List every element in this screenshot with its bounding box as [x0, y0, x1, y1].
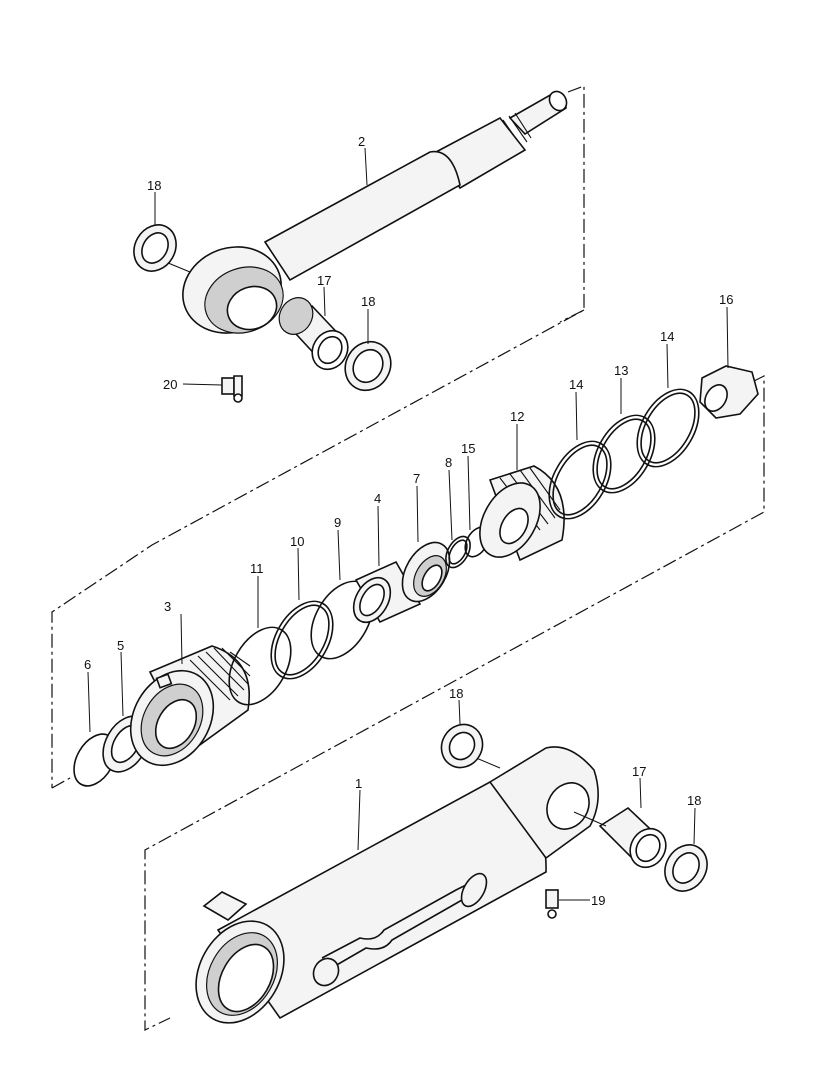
- label-part-4: 4: [374, 491, 381, 506]
- gland-3: [129, 645, 251, 767]
- wiper-ring-18-mid: [344, 340, 392, 392]
- label-part-3: 3: [164, 599, 171, 614]
- piston-seal-13: [592, 414, 656, 494]
- wear-ring-14-upper: [636, 388, 700, 468]
- cylinder-tube-1: [195, 746, 599, 1024]
- label-part-2: 2: [358, 134, 365, 149]
- label-part-20: 20: [163, 377, 177, 392]
- label-part-13: 13: [614, 363, 628, 378]
- label-part-9: 9: [334, 515, 341, 530]
- piston-12: [479, 465, 565, 562]
- back-up-ring-11: [228, 626, 292, 706]
- wiper-ring-18-top: [133, 224, 177, 272]
- label-part-14-lower: 14: [569, 377, 583, 392]
- part-labels: 2 18 17 18 20 16 14 13 14 12 15 8 7 4 9 …: [84, 134, 733, 908]
- label-part-8: 8: [445, 455, 452, 470]
- o-ring-8: [445, 535, 471, 569]
- nut-16: [699, 365, 759, 419]
- label-part-6: 6: [84, 657, 91, 672]
- label-part-10: 10: [290, 534, 304, 549]
- bushing-17-top: [278, 297, 349, 371]
- label-part-17-top: 17: [317, 273, 331, 288]
- grease-fitting-20: [221, 375, 243, 403]
- label-part-12: 12: [510, 409, 524, 424]
- label-part-1: 1: [355, 776, 362, 791]
- washer-7: [401, 541, 451, 603]
- label-part-19: 19: [591, 893, 605, 908]
- wiper-ring-18-lower-right: [664, 844, 708, 892]
- piston-rod-assembly: [155, 90, 568, 334]
- label-part-15: 15: [461, 441, 475, 456]
- label-part-14-upper: 14: [660, 329, 674, 344]
- label-part-16: 16: [719, 292, 733, 307]
- grease-fitting-19: [545, 889, 559, 919]
- label-part-7: 7: [413, 471, 420, 486]
- boundary-frames: [51, 85, 765, 1031]
- bushing-17-bottom: [573, 806, 667, 869]
- rod-seal-10: [270, 600, 334, 680]
- label-part-18-mid: 18: [361, 294, 375, 309]
- label-part-17-bottom: 17: [632, 764, 646, 779]
- label-part-5: 5: [117, 638, 124, 653]
- wiper-ring-18-lower-left: [440, 723, 484, 769]
- label-part-18-top: 18: [147, 178, 161, 193]
- label-part-18-lower-left: 18: [449, 686, 463, 701]
- label-part-11: 11: [250, 561, 264, 576]
- leader-lines: [87, 147, 729, 901]
- label-part-18-lower-right: 18: [687, 793, 701, 808]
